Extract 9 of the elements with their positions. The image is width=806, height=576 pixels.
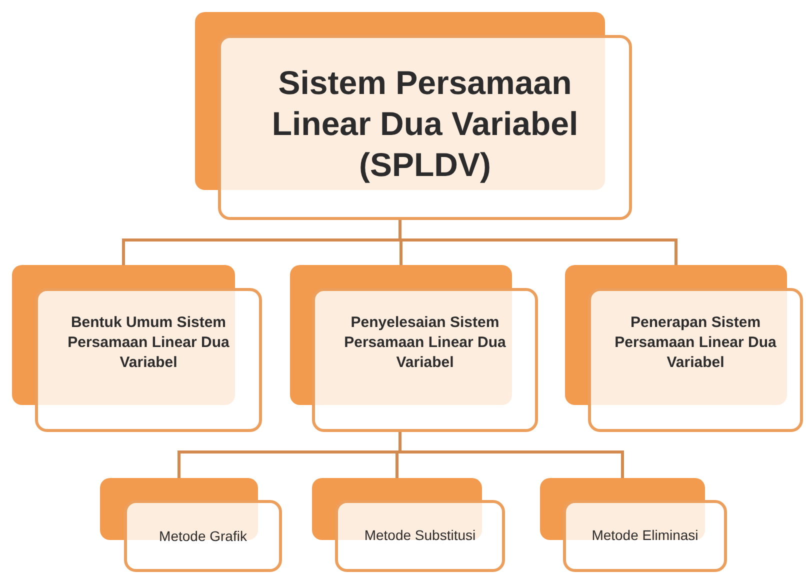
connector-line [398,220,678,265]
topic-label: Metode Grafik [159,526,247,546]
topic-label: Metode Substitusi [364,526,476,546]
topic-label: Sistem Persamaan Linear Dua Variabel (SPLDV) [270,62,580,186]
connector-line [398,432,624,478]
topic-label: Penerapan Sistem Persamaan Linear Dua Variabel [614,312,778,374]
topic-label: Penyelesaian Sistem Persamaan Linear Dua Variabel [343,312,507,374]
topic-label: Bentuk Umum Sistem Persamaan Linear Dua Variabel [66,312,230,374]
topic-label: Metode Eliminasi [592,526,698,546]
